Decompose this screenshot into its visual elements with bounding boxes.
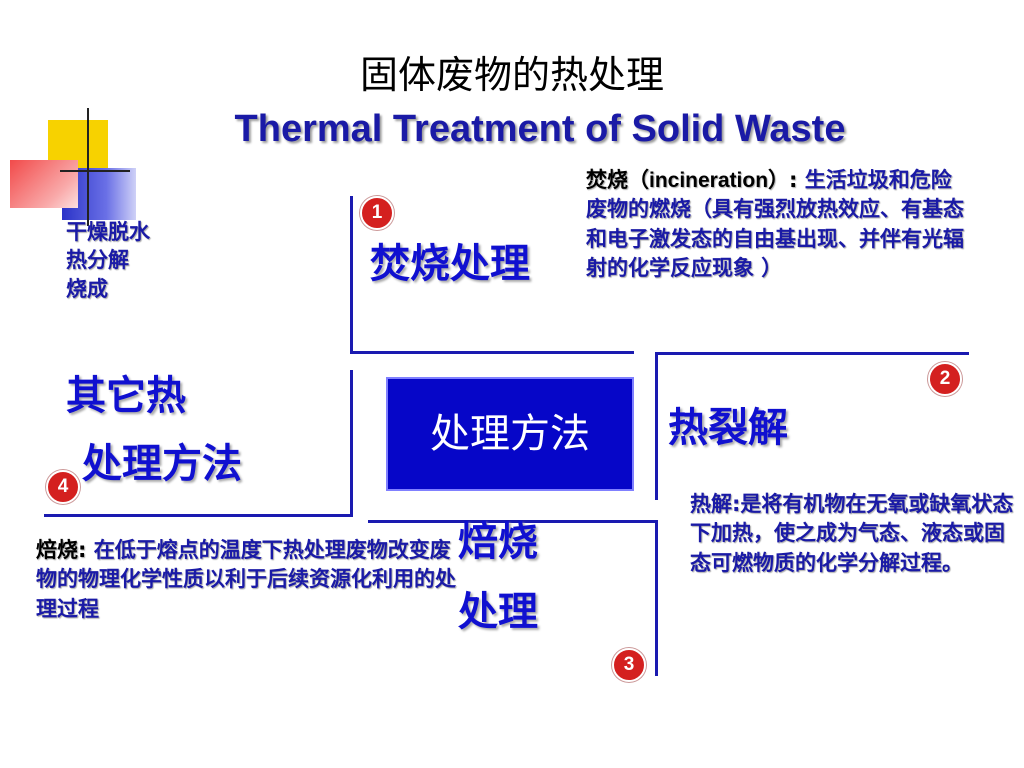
frame-line-roasting-right bbox=[655, 520, 658, 676]
center-method-box: 处理方法 bbox=[386, 377, 634, 491]
roasting-note-body: 在低于熔点的温度下热处理废物改变废物的物理化学性质以利于后续资源化利用的处理过程 bbox=[36, 538, 456, 621]
frame-line-incineration-bottom bbox=[350, 351, 634, 354]
title-english: Thermal Treatment of Solid Waste bbox=[234, 108, 846, 150]
frame-line-other-right bbox=[350, 370, 353, 516]
title-chinese: 固体废物的热处理 bbox=[359, 53, 664, 97]
incineration-note-key: 焚烧（ bbox=[586, 168, 649, 192]
incineration-note-key-end: ）: bbox=[768, 168, 798, 192]
badge-2: 2 bbox=[928, 362, 962, 396]
decor-vertical-line bbox=[87, 108, 89, 226]
pyrolysis-note-key: 热解: bbox=[690, 492, 741, 516]
frame-line-roasting-top bbox=[368, 520, 658, 523]
incineration-label: 焚烧处理 bbox=[370, 241, 530, 287]
roasting-label-line2: 处理 bbox=[458, 589, 538, 635]
decor-red-square bbox=[10, 160, 78, 208]
pyrolysis-label: 热裂解 bbox=[668, 405, 788, 451]
other-label-line2: 处理方法 bbox=[82, 441, 242, 487]
pyrolysis-note: 热解:是将有机物在无氧或缺氧状态下加热，使之成为气态、液态或固态可燃物质的化学分… bbox=[690, 490, 1020, 578]
frame-line-incineration-left bbox=[350, 196, 353, 354]
decor-horizontal-line bbox=[60, 170, 130, 172]
roasting-note-key: 焙烧: bbox=[36, 538, 87, 562]
roasting-label-line1: 焙烧 bbox=[458, 519, 538, 565]
other-label-line1: 其它热 bbox=[66, 373, 186, 419]
badge-1: 1 bbox=[360, 196, 394, 230]
badge-3: 3 bbox=[612, 648, 646, 682]
other-items-list: 干燥脱水 热分解 烧成 bbox=[66, 218, 266, 303]
other-item-drying: 干燥脱水 bbox=[66, 220, 150, 244]
incineration-note-en: incineration bbox=[649, 169, 769, 192]
other-item-firing: 烧成 bbox=[66, 276, 108, 301]
frame-line-pyrolysis-top bbox=[655, 352, 969, 355]
pyrolysis-note-body: 是将有机物在无氧或缺氧状态下加热，使之成为气态、液态或固态可燃物质的化学分解过程… bbox=[690, 492, 1014, 575]
badge-4: 4 bbox=[46, 470, 80, 504]
frame-line-other-bottom bbox=[44, 514, 353, 517]
incineration-note: 焚烧（incineration）: 生活垃圾和危险废物的燃烧（具有强烈放热效应、… bbox=[586, 166, 966, 284]
frame-line-pyrolysis-left bbox=[655, 352, 658, 500]
roasting-note: 焙烧: 在低于熔点的温度下热处理废物改变废物的物理化学性质以利于后续资源化利用的… bbox=[36, 536, 466, 624]
incineration-note-body: 生活垃圾和危险废物的燃烧（具有强烈放热效应、有基态和电子激发态的自由基出现、并伴… bbox=[586, 168, 964, 281]
other-item-pyrolysis: 热分解 bbox=[66, 248, 129, 273]
